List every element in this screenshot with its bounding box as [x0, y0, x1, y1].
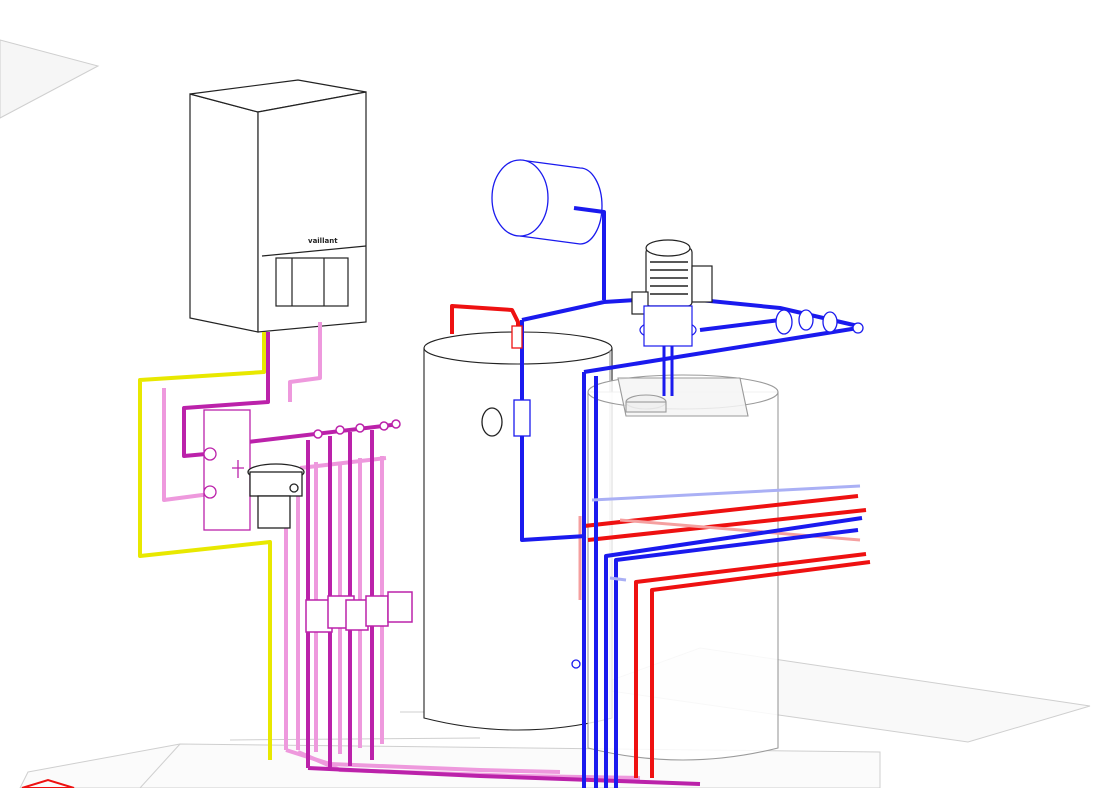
tank-connection-red — [511, 325, 523, 349]
boiler-control-panel — [275, 257, 349, 307]
blue-fittings — [481, 309, 864, 669]
hydraulic-separator — [203, 409, 251, 531]
distribution-manifold — [305, 419, 413, 633]
boiler-brand-label: vaillant — [308, 237, 338, 245]
blue-ghost-pipes — [591, 484, 861, 582]
expansion-vessel — [491, 159, 603, 245]
wall-boiler: vaillant — [189, 79, 367, 333]
floor-marker-red — [21, 778, 75, 788]
gas-pipe — [138, 332, 272, 760]
boiler-front — [189, 93, 259, 333]
floor-plane-topleft — [0, 39, 100, 119]
gas-meter — [247, 463, 305, 529]
circulation-pump — [631, 239, 713, 396]
blue-return-pipes — [520, 206, 863, 788]
